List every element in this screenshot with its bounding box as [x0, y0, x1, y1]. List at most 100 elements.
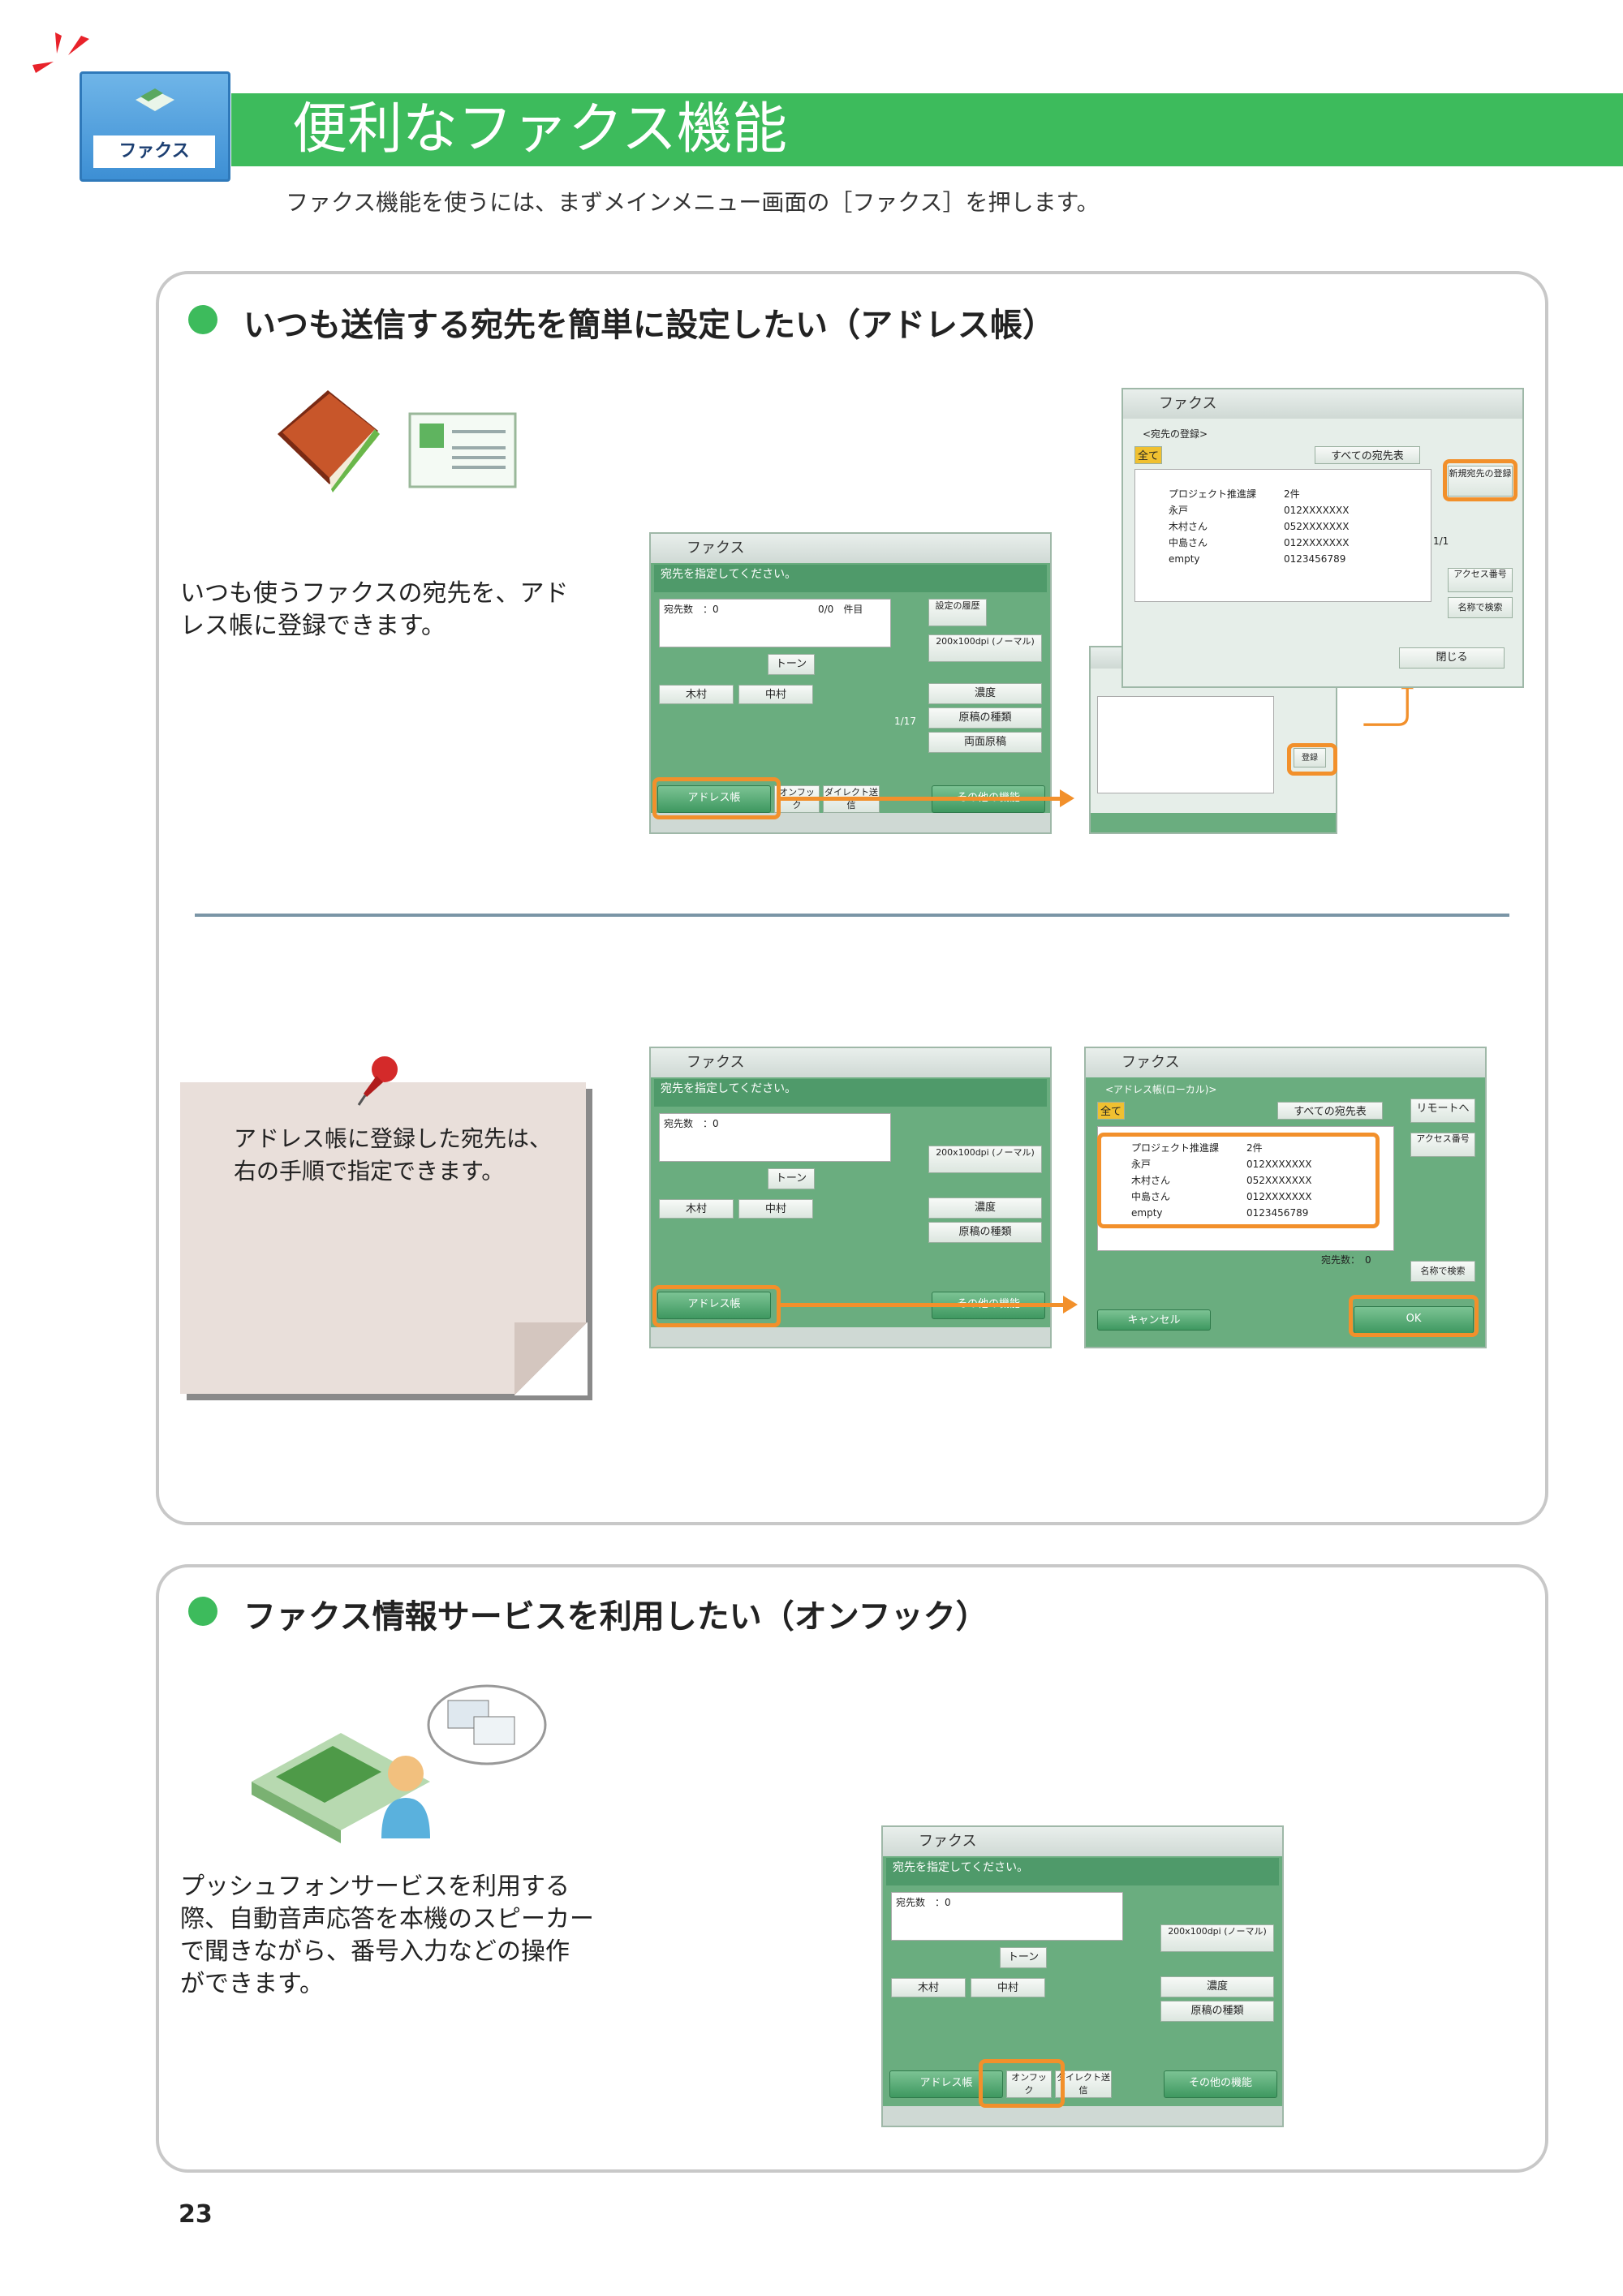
arrow-to-address-book [781, 789, 1074, 807]
tone-button-c[interactable]: トーン [1000, 1947, 1047, 1968]
local-row-2[interactable]: 木村さん [1131, 1175, 1171, 1186]
note-line2: 右の手順で指定できます。 [234, 1158, 505, 1185]
original-type-button-c[interactable]: 原稿の種類 [1160, 2001, 1274, 2022]
dest-nakamura-button[interactable]: 中村 [738, 685, 813, 704]
highlight-local-list [1097, 1133, 1380, 1228]
duplex-button[interactable]: 両面原稿 [928, 732, 1042, 753]
register-list [1134, 469, 1431, 602]
business-card-icon [408, 412, 517, 488]
register-row-1[interactable]: 永戸 [1169, 505, 1189, 516]
section-heading-onhook: ファクス情報サービスを利用したい（オンフック） [243, 1598, 988, 1636]
fax-screen-b-title: ファクス [651, 1048, 1050, 1077]
fax-glyph-icon [136, 88, 174, 111]
dest-kimura-button-c[interactable]: 木村 [891, 1978, 966, 1997]
sticky-note [180, 1082, 588, 1395]
fax-category-icon: ファクス [80, 71, 230, 182]
resolution-button-b[interactable]: 200x100dpi (ノーマル) [928, 1146, 1042, 1173]
register-row-2-dest: 052XXXXXXX [1284, 521, 1350, 532]
dest-panel-b [659, 1113, 891, 1162]
density-button[interactable]: 濃度 [928, 683, 1042, 704]
arrow-to-local-book [781, 1296, 1078, 1314]
page-title: 便利なファクス機能 [292, 97, 787, 161]
page-number: 23 [179, 2200, 213, 2229]
register-close-button[interactable]: 閉じる [1399, 647, 1505, 669]
address-book-button[interactable]: アドレス帳 [657, 785, 771, 813]
register-row-3-dest: 012XXXXXXX [1284, 537, 1350, 548]
register-row-3[interactable]: 中島さん [1169, 537, 1208, 548]
local-search-button[interactable]: 名称で検索 [1410, 1261, 1475, 1282]
other-functions-button-c[interactable]: その他の機能 [1164, 2070, 1277, 2098]
dest-kimura-button-b[interactable]: 木村 [659, 1199, 734, 1219]
section-onhook [156, 1564, 1548, 2173]
all-dest-select[interactable]: すべての宛先表 [1315, 446, 1420, 464]
section-bullet [188, 305, 217, 334]
local-subtitle: <アドレス帳(ローカル)> [1105, 1084, 1217, 1095]
small-list-panel [1097, 696, 1274, 793]
page-subtitle: ファクス機能を使うには、まずメインメニュー画面の［ファクス］を押します。 [286, 189, 1100, 216]
dest-panel-c [891, 1892, 1123, 1941]
highlight-address-book-button [652, 777, 781, 819]
dest-kimura-button[interactable]: 木村 [659, 685, 734, 704]
access-number-button[interactable]: アクセス番号 [1448, 568, 1513, 592]
dest-nakamura-button-c[interactable]: 中村 [971, 1978, 1045, 1997]
tone-button[interactable]: トーン [768, 654, 815, 675]
register-row-2[interactable]: 木村さん [1169, 521, 1208, 532]
local-tab-all[interactable]: 全て [1097, 1102, 1125, 1120]
register-row-0-dest: 2件 [1284, 488, 1300, 500]
local-cancel-button[interactable]: キャンセル [1097, 1309, 1211, 1331]
new-dest-button[interactable]: 新規宛先の登録 [1448, 466, 1513, 497]
local-row-3[interactable]: 中島さん [1131, 1191, 1171, 1202]
local-row-4[interactable]: empty [1131, 1207, 1163, 1219]
original-type-button[interactable]: 原稿の種類 [928, 707, 1042, 729]
fax-screen-title: ファクス [651, 534, 1050, 563]
resolution-button[interactable]: 200x100dpi (ノーマル) [928, 634, 1042, 662]
small-screen-footer [1091, 813, 1336, 832]
dest-nakamura-button-b[interactable]: 中村 [738, 1199, 813, 1219]
onhook-button-c[interactable]: オンフック [1006, 2070, 1052, 2098]
dest-count: 宛先数 ：0 [664, 604, 719, 615]
density-button-b[interactable]: 濃度 [928, 1197, 1042, 1219]
address-book-button-b[interactable]: アドレス帳 [657, 1292, 771, 1319]
section2-bullet [188, 1597, 217, 1626]
tone-button-b[interactable]: トーン [768, 1168, 815, 1189]
highlight-onhook-button [979, 2059, 1065, 2108]
local-access-button[interactable]: アクセス番号 [1410, 1133, 1475, 1157]
history-button[interactable]: 設定の履歴 [928, 599, 987, 626]
section-heading-address-book: いつも送信する宛先を簡単に設定したい（アドレス帳） [243, 307, 1055, 344]
note-fold [514, 1322, 588, 1395]
resolution-button-c[interactable]: 200x100dpi (ノーマル) [1160, 1924, 1274, 1952]
register-subtitle: <宛先の登録> [1143, 428, 1208, 440]
local-row-4-dest: 0123456789 [1246, 1207, 1309, 1219]
local-row-0[interactable]: プロジェクト推進課 [1131, 1142, 1220, 1154]
onhook-desc-line3: で聞きながら、番号入力などの操作 [180, 1937, 570, 1966]
original-type-button-b[interactable]: 原稿の種類 [928, 1222, 1042, 1243]
register-row-0[interactable]: プロジェクト推進課 [1169, 488, 1257, 500]
screen-b-footer [651, 1327, 1050, 1347]
register-row-1-dest: 012XXXXXXX [1284, 505, 1350, 516]
page-indicator: 1/17 [894, 716, 916, 727]
highlight-ok-button [1349, 1295, 1479, 1337]
fax-screen-message: 宛先を指定してください。 [654, 565, 1047, 592]
density-button-c[interactable]: 濃度 [1160, 1976, 1274, 1997]
pushpin-icon [357, 1056, 398, 1106]
remote-button[interactable]: リモートへ [1410, 1099, 1475, 1123]
local-all-dest[interactable]: すべての宛先表 [1277, 1102, 1383, 1120]
register-tab-all[interactable]: 全て [1134, 446, 1162, 464]
local-row-0-dest: 2件 [1246, 1142, 1263, 1154]
register-row-4[interactable]: empty [1169, 553, 1200, 565]
local-row-2-dest: 052XXXXXXX [1246, 1175, 1312, 1186]
local-row-1[interactable]: 永戸 [1131, 1159, 1152, 1170]
note-line1: アドレス帳に登録した宛先は、 [234, 1125, 553, 1152]
address-book-button-c[interactable]: アドレス帳 [889, 2070, 1003, 2098]
register-row-4-dest: 0123456789 [1284, 553, 1346, 565]
small-register-button[interactable]: 登録 [1294, 748, 1326, 767]
dest-count-c: 宛先数 ：0 [896, 1897, 951, 1908]
register-title: ファクス [1123, 389, 1522, 419]
onhook-desc-line2: 際、自動音声応答を本機のスピーカー [180, 1905, 594, 1933]
fax-service-illustration-icon [252, 1684, 547, 1843]
title-bar [231, 93, 1623, 166]
dest-of-count: 0/0 件目 [818, 604, 863, 615]
dest-panel [659, 599, 891, 647]
search-name-button[interactable]: 名称で検索 [1448, 597, 1513, 618]
local-row-3-dest: 012XXXXXXX [1246, 1191, 1312, 1202]
